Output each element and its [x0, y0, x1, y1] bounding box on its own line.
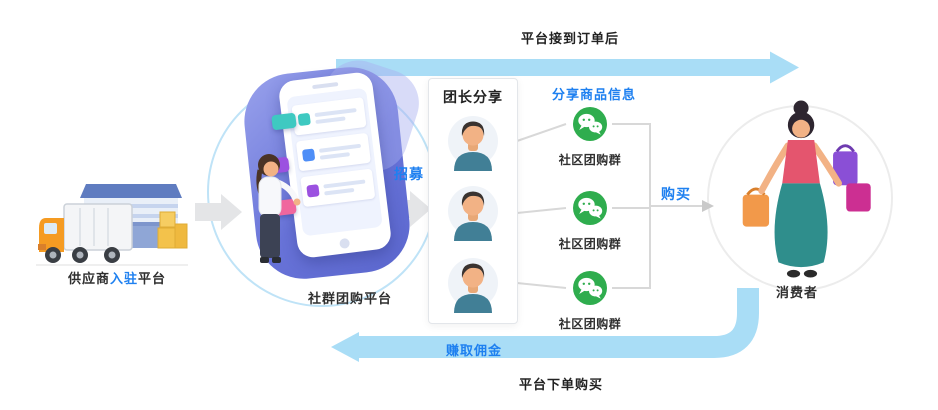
truck-warehouse-icon [36, 184, 188, 266]
wechat-group-icon [572, 270, 608, 306]
connector-lines [516, 123, 704, 289]
product-card [295, 132, 371, 172]
top-flow-note: 平台接到订单后 [520, 31, 619, 46]
recruit-label: 招募 [394, 166, 424, 182]
share-label: 分享商品信息 [551, 87, 636, 102]
bottom-flow-note: 平台下单购买 [518, 377, 603, 392]
floating-tag-teal [271, 112, 297, 131]
supplier-caption-suffix: 平台 [138, 271, 167, 286]
supply-arrow [195, 194, 242, 230]
leader-share-box: 团长分享 [428, 78, 518, 324]
leader-box-title: 团长分享 [443, 89, 503, 105]
product-card [300, 168, 376, 208]
product-card [291, 97, 367, 136]
community-group-label: 社区团购群 [558, 153, 622, 167]
leader-avatar [445, 113, 501, 171]
community-group-label: 社区团购群 [558, 317, 622, 331]
shopper-icon [742, 100, 871, 278]
commission-band-label: 赚取佣金 [445, 343, 502, 358]
community-group-3: 社区团购群 [556, 270, 624, 332]
bottom-order-band [357, 288, 759, 358]
community-group-2: 社区团购群 [556, 190, 624, 252]
leader-avatar [445, 255, 501, 313]
wechat-group-icon [572, 106, 608, 142]
operator-person-illustration [256, 154, 301, 263]
bottom-order-arrowhead [331, 332, 359, 362]
buy-arrowhead [702, 200, 714, 212]
community-group-1: 社区团购群 [556, 106, 624, 168]
buy-label: 购买 [661, 186, 691, 202]
top-delivery-arrow [336, 51, 799, 84]
supplier-caption-prefix: 供应商 [67, 271, 110, 286]
consumer-illustration [722, 96, 882, 286]
supplier-caption-highlight: 入驻 [109, 271, 138, 286]
leader-avatar [445, 183, 501, 241]
phone-speaker [312, 82, 339, 90]
consumer-caption: 消费者 [775, 285, 818, 300]
platform-caption: 社群团购平台 [307, 291, 392, 306]
supplier-caption: 供应商入驻平台 [52, 268, 182, 287]
wechat-group-icon [572, 190, 608, 226]
supplier-illustration [36, 168, 188, 277]
phone-home-button [339, 237, 351, 249]
platform-illustration [232, 51, 428, 298]
community-group-label: 社区团购群 [558, 237, 622, 251]
